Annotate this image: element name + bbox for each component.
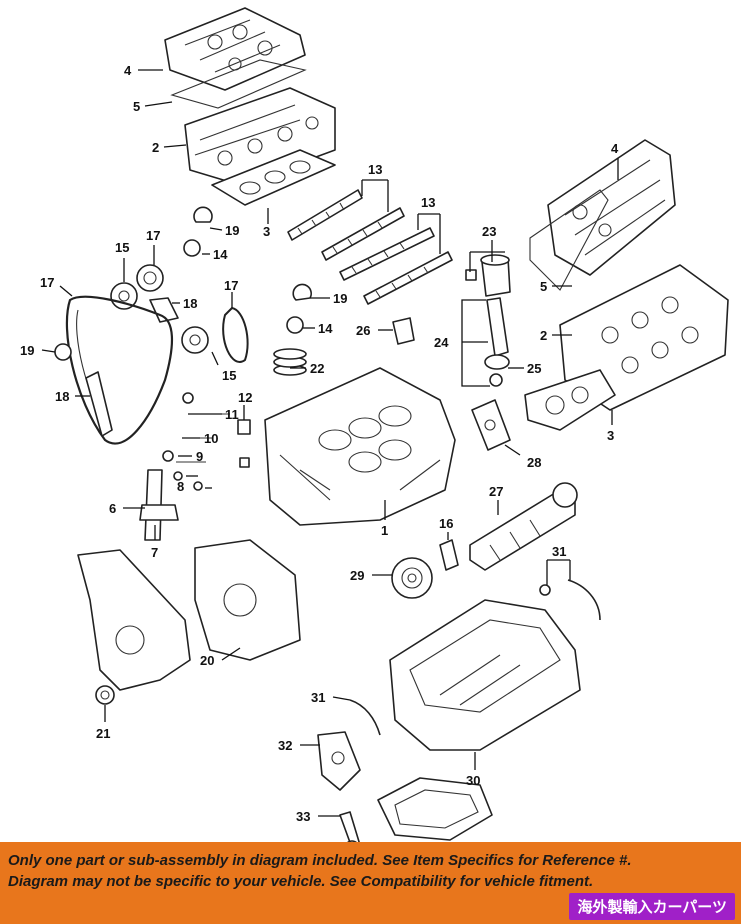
seal-26 (392, 317, 415, 345)
cam-sprocket-left (193, 206, 213, 223)
right-valve-cover (547, 139, 676, 276)
callout-2-right: 2 (540, 328, 547, 343)
callout-8: 8 (177, 479, 184, 494)
disclaimer-line-1: Only one part or sub-assembly in diagram… (8, 852, 632, 869)
callout-33: 33 (296, 809, 310, 824)
bracket-28 (471, 399, 511, 451)
plate-17-top (136, 264, 164, 292)
mid-chain (222, 307, 249, 363)
callout-21: 21 (96, 726, 110, 741)
callout-19-b: 19 (20, 343, 34, 358)
crankshaft (469, 482, 578, 571)
callout-1: 1 (381, 523, 388, 538)
callout-13-left: 13 (368, 162, 382, 177)
chain-guide (85, 371, 113, 437)
engine-block (264, 367, 456, 526)
callout-4-right: 4 (611, 141, 619, 156)
callout-30: 30 (466, 773, 480, 788)
callout-26: 26 (356, 323, 370, 338)
callout-17-chain: 17 (40, 275, 54, 290)
left-cover-gasket (170, 59, 307, 109)
callout-11: 11 (225, 407, 239, 422)
cam-sprocket-mid (292, 283, 313, 301)
callout-31-baffle: 31 (311, 690, 325, 705)
callout-2-left: 2 (152, 140, 159, 155)
callout-14-a: 14 (213, 247, 228, 262)
callout-3-right: 3 (607, 428, 614, 443)
cam-bolt-left (183, 239, 201, 257)
callout-24: 24 (434, 335, 449, 350)
callout-22: 22 (310, 361, 324, 376)
disclaimer-line-2: Diagram may not be specific to your vehi… (8, 873, 594, 890)
baffle-31 (349, 699, 381, 736)
idler-19 (54, 343, 72, 361)
engine-parts-diagram: 4 5 2 3 13 13 23 4 5 2 3 19 14 15 17 18 … (20, 7, 729, 842)
callout-29: 29 (350, 568, 364, 583)
callout-17-mid: 17 (224, 278, 238, 293)
camshafts-left (287, 189, 405, 261)
callout-16: 16 (439, 516, 453, 531)
right-head-gasket (524, 369, 616, 431)
camshafts-right (339, 227, 453, 305)
callout-5-left: 5 (133, 99, 140, 114)
callout-28: 28 (527, 455, 541, 470)
callout-17-a: 17 (146, 228, 160, 243)
disclaimer-text: Only one part or sub-assembly in diagram… (8, 850, 708, 892)
oil-pump (317, 731, 361, 791)
callout-32: 32 (278, 738, 292, 753)
callout-19-a: 19 (225, 223, 239, 238)
callout-13-right: 13 (421, 195, 435, 210)
seal-21 (95, 685, 115, 705)
callout-5-right: 5 (540, 279, 547, 294)
oil-pickup (339, 811, 360, 842)
piston-rings (273, 348, 307, 376)
callout-4-left: 4 (124, 63, 132, 78)
callout-7: 7 (151, 545, 158, 560)
right-cover-gasket (529, 189, 609, 291)
crank-key (439, 539, 459, 571)
crank-pulley (391, 557, 433, 599)
shop-tag: 海外製輸入カーパーツ (569, 893, 735, 920)
callout-12: 12 (238, 390, 252, 405)
callout-10: 10 (204, 431, 218, 446)
callout-18-b: 18 (55, 389, 69, 404)
callout-3-left: 3 (263, 224, 270, 239)
callout-15-a: 15 (115, 240, 129, 255)
left-head-gasket (211, 149, 336, 206)
timing-chain (65, 295, 174, 445)
oil-pan-upper (389, 599, 581, 751)
callout-19-c: 19 (333, 291, 347, 306)
timing-cover (77, 539, 301, 691)
disclaimer-banner: Only one part or sub-assembly in diagram… (0, 842, 741, 924)
callout-23: 23 (482, 224, 496, 239)
left-valve-cover (164, 7, 306, 91)
callout-9: 9 (196, 449, 203, 464)
connecting-rod (486, 297, 509, 357)
callout-20: 20 (200, 653, 214, 668)
callout-14-b: 14 (318, 321, 333, 336)
piston-set (465, 254, 511, 297)
cam-bolt-mid (286, 316, 304, 334)
callout-25: 25 (527, 361, 541, 376)
bearing-31-top (567, 579, 601, 621)
callout-27: 27 (489, 484, 503, 499)
callout-15-b: 15 (222, 368, 236, 383)
callout-31-top: 31 (552, 544, 566, 559)
callout-18-a: 18 (183, 296, 197, 311)
part-12 (237, 419, 251, 435)
gear-15-lower (181, 326, 209, 354)
callout-6: 6 (109, 501, 116, 516)
